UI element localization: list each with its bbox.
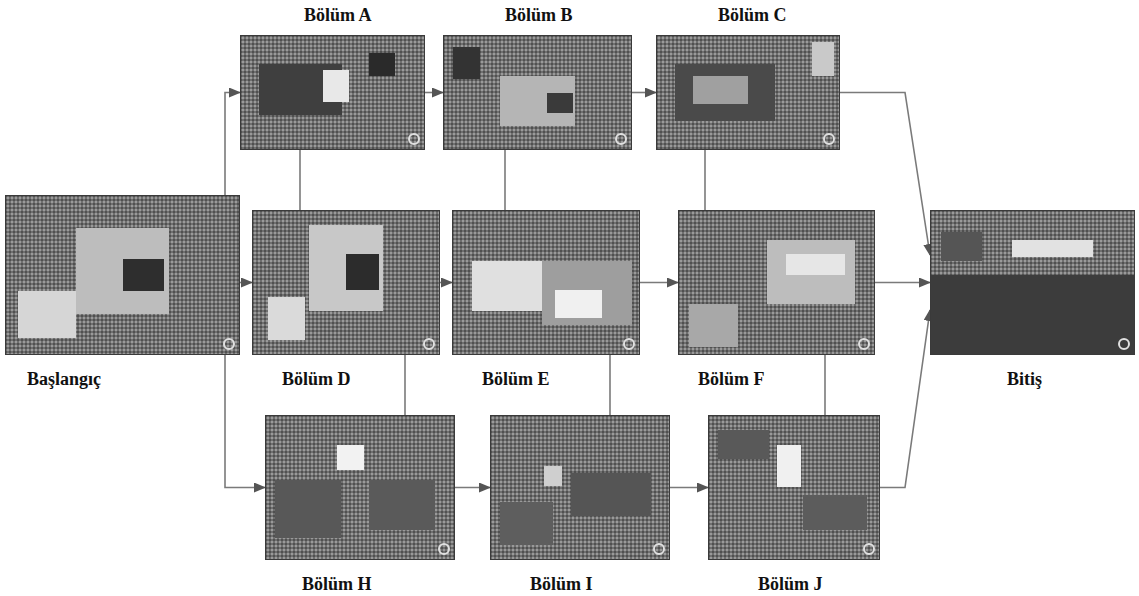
screen-detail: [472, 261, 546, 311]
nav-icon: [615, 133, 627, 145]
screen-detail: [369, 480, 435, 530]
screenshot-box: Bölüm E: [452, 210, 640, 355]
nav-icon: [408, 133, 420, 145]
flow-connector: [670, 487, 708, 489]
nav-icon: [653, 543, 665, 555]
section-label: Bitiş: [1005, 370, 1044, 390]
screen-detail: [547, 93, 573, 113]
flow-connector: [880, 310, 930, 488]
flow-connector: [824, 355, 826, 415]
screen-detail: [500, 502, 553, 545]
nav-icon: [623, 338, 635, 350]
flow-connector: [455, 487, 490, 489]
flow-connector: [640, 282, 678, 284]
nav-icon: [438, 543, 450, 555]
screen-detail: [123, 259, 165, 291]
screen-detail: [812, 42, 834, 76]
screenshot-box: Bitiş: [930, 210, 1135, 355]
screen-detail: [786, 254, 845, 275]
nav-icon: [863, 543, 875, 555]
nav-icon: [1118, 338, 1130, 350]
screen-detail: [453, 47, 479, 79]
screenshot-box: Bölüm I: [490, 415, 670, 560]
flow-connector: [404, 355, 406, 415]
screen-detail: [941, 232, 982, 261]
flow-connector: [225, 93, 240, 196]
screen-detail: [1012, 240, 1093, 257]
flow-connector: [704, 150, 706, 210]
screen-detail: [337, 445, 363, 471]
section-label: Bölüm E: [480, 370, 552, 390]
screen-detail: [571, 473, 651, 516]
screen-detail: [555, 290, 602, 319]
screen-detail: [369, 53, 395, 76]
flow-connector: [632, 92, 656, 94]
flow-connector: [425, 92, 443, 94]
section-label: Bölüm J: [756, 575, 825, 595]
screenshot-box: Bölüm D: [252, 210, 440, 355]
screenshot-box: Bölüm J: [708, 415, 880, 560]
screen-detail: [268, 297, 305, 340]
section-label: Bölüm F: [696, 370, 767, 390]
nav-icon: [823, 133, 835, 145]
screenshot-box: Bölüm B: [443, 35, 632, 150]
screenshot-box: Bölüm C: [656, 35, 840, 150]
nav-icon: [223, 338, 235, 350]
screenshot-box: Bölüm H: [265, 415, 455, 560]
screen-detail: [275, 480, 341, 537]
section-label: Bölüm C: [716, 6, 789, 26]
screen-detail: [718, 430, 769, 459]
screen-detail: [346, 254, 379, 290]
screen-detail: [931, 275, 1134, 354]
flow-connector: [225, 355, 265, 488]
flow-connector: [240, 282, 252, 284]
screen-detail: [693, 76, 748, 104]
screenshot-box: Başlangıç: [5, 195, 240, 355]
flow-connector: [609, 355, 611, 415]
section-label: Bölüm I: [528, 575, 595, 595]
screen-detail: [689, 304, 738, 347]
section-label: Bölüm A: [302, 6, 374, 26]
screen-detail: [777, 445, 801, 488]
section-label: Başlangıç: [25, 370, 103, 390]
nav-icon: [858, 338, 870, 350]
section-label: Bölüm B: [503, 6, 575, 26]
screen-detail: [323, 70, 349, 102]
section-label: Bölüm H: [300, 575, 374, 595]
nav-icon: [423, 338, 435, 350]
section-label: Bölüm D: [280, 370, 353, 390]
screen-detail: [803, 495, 868, 531]
flow-connector: [875, 282, 930, 284]
flow-connector: [440, 282, 452, 284]
screenshot-box: Bölüm F: [678, 210, 875, 355]
screen-detail: [544, 466, 562, 486]
flow-connector: [504, 150, 506, 210]
screenshot-box: Bölüm A: [240, 35, 425, 150]
flow-connector: [299, 150, 301, 210]
screen-detail: [18, 291, 76, 338]
